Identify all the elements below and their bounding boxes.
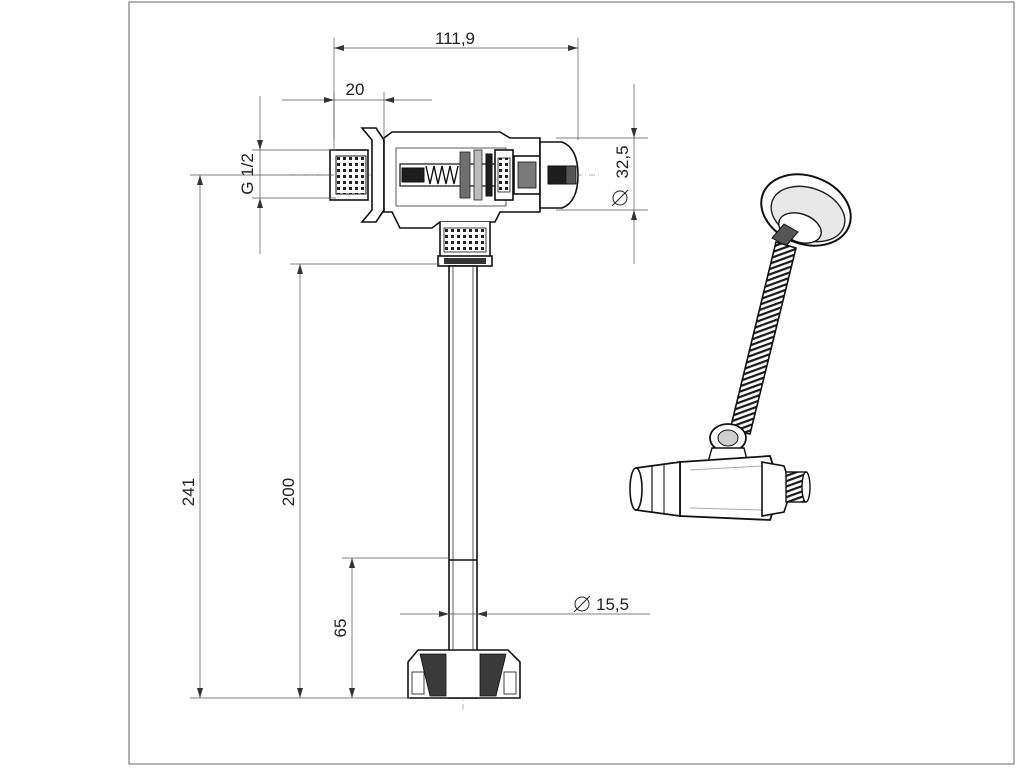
dimension-total-height: 241 [179,174,410,699]
label-tube-diameter: 15,5 [596,595,629,614]
corrugated-hose [729,240,797,435]
label-tube-length: 200 [279,478,298,506]
valve-body-section [329,127,579,267]
label-knob-diameter: 32,5 [613,145,632,178]
dimension-tube-length: 200 [279,263,440,698]
dimension-knob-diameter: 32,5 [556,84,648,264]
dimension-tube-diameter: 15,5 [400,595,650,617]
dimension-bottom-offset: 65 [331,557,449,698]
label-overall-width: 111,9 [435,29,475,48]
sheet-frame [128,1,1015,765]
dimension-overall-width: 111,9 [333,29,579,140]
rosette-top [760,173,852,247]
label-thread-size: G 1/2 [238,153,257,195]
label-thread-offset: 20 [346,80,365,99]
valve-body-3d [629,455,811,521]
product-3d-view [629,173,852,521]
label-total-height: 241 [179,478,198,506]
flush-tube [448,265,478,699]
dimension-thread-offset: 20 [282,80,432,150]
label-bottom-offset: 65 [331,619,350,638]
tube-rosette [407,649,521,699]
